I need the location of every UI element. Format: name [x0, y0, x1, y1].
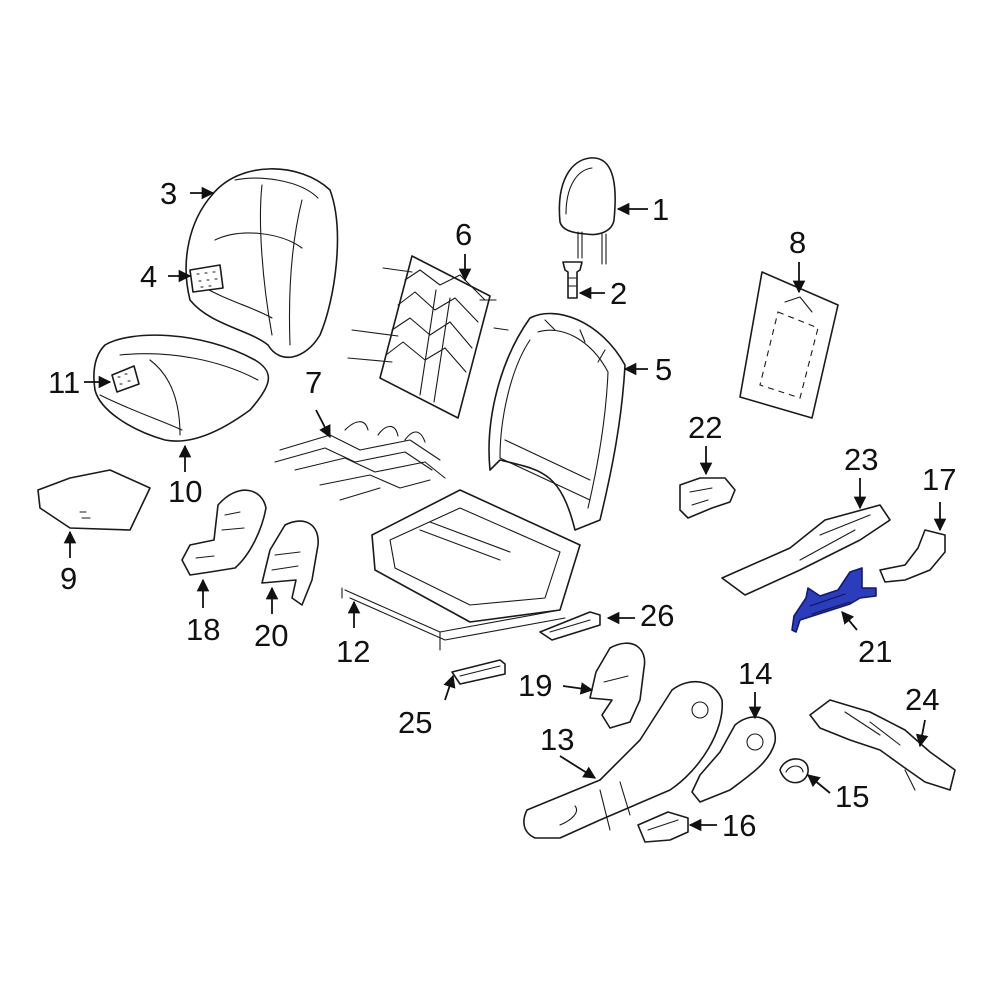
- callout-23[interactable]: 23: [844, 442, 878, 477]
- leader-arrows: [63, 186, 947, 832]
- callout-3[interactable]: 3: [160, 176, 177, 211]
- callout-7[interactable]: 7: [305, 365, 322, 400]
- callout-25[interactable]: 25: [398, 705, 432, 740]
- part-18-shield-bracket[interactable]: [181, 489, 267, 576]
- part-22-clip[interactable]: [679, 477, 736, 519]
- part-11-heater-pad[interactable]: [111, 365, 140, 393]
- callout-5[interactable]: 5: [655, 352, 672, 387]
- callout-4[interactable]: 4: [140, 259, 157, 294]
- part-15-knob-cap[interactable]: [779, 758, 809, 784]
- part-23-cover-rail[interactable]: [721, 504, 891, 596]
- callout-13[interactable]: 13: [540, 722, 574, 757]
- part-16-switch-knob[interactable]: [637, 811, 689, 843]
- callout-22[interactable]: 22: [688, 410, 722, 445]
- callout-15[interactable]: 15: [835, 779, 869, 814]
- callout-24[interactable]: 24: [905, 682, 939, 717]
- part-2-headrest-guide[interactable]: [562, 261, 583, 299]
- callout-19[interactable]: 19: [518, 668, 552, 703]
- part-25-trim-piece[interactable]: [451, 659, 506, 685]
- callout-20[interactable]: 20: [254, 618, 288, 653]
- part-12-seat-frame[interactable]: [341, 489, 581, 651]
- part-5-backrest-frame[interactable]: [488, 312, 626, 531]
- callout-8[interactable]: 8: [789, 225, 806, 260]
- part-10-cushion-cover[interactable]: [93, 334, 270, 442]
- callout-14[interactable]: 14: [738, 656, 772, 691]
- callout-10[interactable]: 10: [168, 474, 202, 509]
- part-24-lower-bracket[interactable]: [809, 699, 956, 791]
- part-17-bracket[interactable]: [879, 529, 946, 583]
- part-8-back-panel[interactable]: [739, 271, 839, 419]
- part-19-inner-cover[interactable]: [589, 642, 646, 729]
- callout-1[interactable]: 1: [652, 192, 669, 227]
- part-20-side-cover[interactable]: [261, 520, 319, 606]
- callout-17[interactable]: 17: [922, 462, 956, 497]
- callout-18[interactable]: 18: [186, 612, 220, 647]
- part-13-outer-side-cover[interactable]: [523, 681, 723, 839]
- callout-labels: 1 2 3 4 5 6 7 8 9 10 11 12 13 14 15 16 1…: [48, 176, 956, 843]
- part-4-heater-pad[interactable]: [189, 264, 224, 293]
- callout-9[interactable]: 9: [60, 561, 77, 596]
- callout-2[interactable]: 2: [610, 276, 627, 311]
- part-7-cushion-springs[interactable]: [274, 421, 446, 501]
- part-9-cushion-panel[interactable]: [37, 469, 151, 531]
- callout-26[interactable]: 26: [640, 598, 674, 633]
- part-1-headrest[interactable]: [558, 157, 616, 265]
- callout-16[interactable]: 16: [722, 808, 756, 843]
- part-21-bracket-highlighted[interactable]: [791, 567, 877, 633]
- part-3-backrest-cover[interactable]: [185, 168, 339, 359]
- part-26-trim-piece[interactable]: [539, 611, 601, 641]
- callout-11[interactable]: 11: [48, 365, 80, 400]
- callout-21[interactable]: 21: [858, 634, 892, 669]
- part-6-backrest-spring[interactable]: [347, 255, 509, 419]
- callout-6[interactable]: 6: [455, 217, 472, 252]
- callout-12[interactable]: 12: [336, 634, 370, 669]
